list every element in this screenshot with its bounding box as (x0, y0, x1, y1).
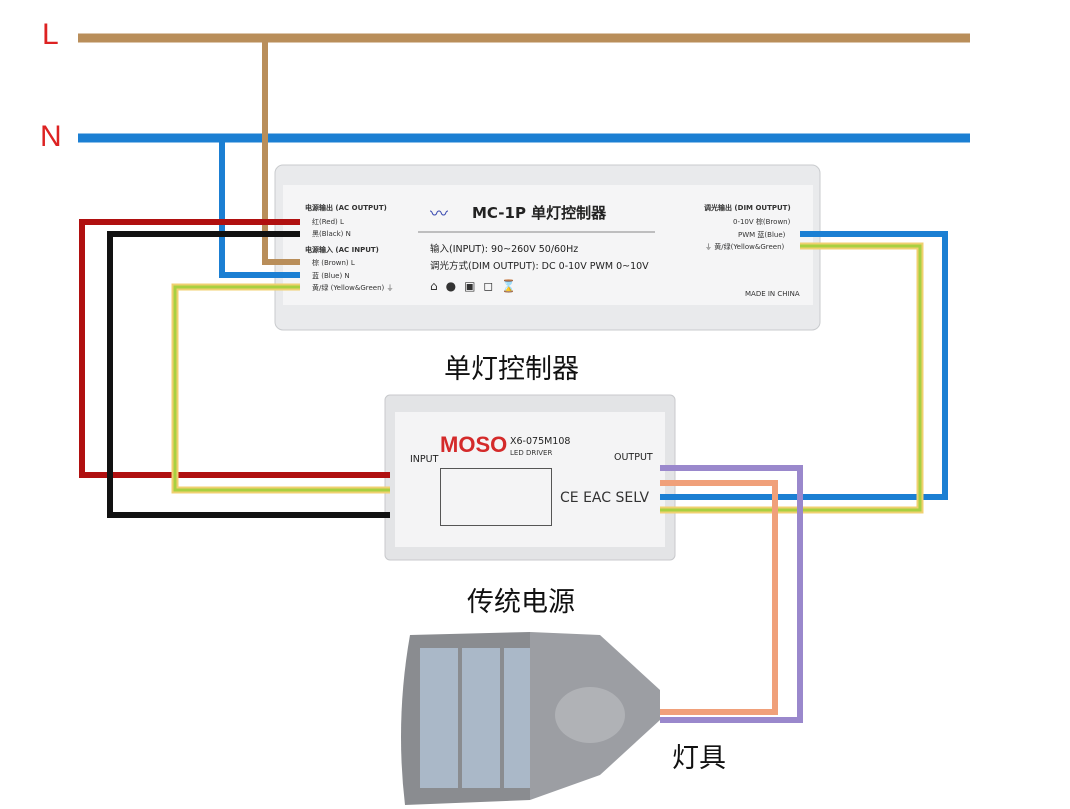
label-L: L (42, 18, 59, 51)
controller-title: MC-1P 单灯控制器 (472, 204, 607, 222)
wire-red (79, 219, 390, 478)
wire-orange (660, 480, 778, 715)
controller-input-spec: 输入(INPUT): 90~260V 50/60Hz (430, 244, 579, 255)
wire-purple (660, 465, 803, 723)
driver-output-label: OUTPUT (614, 452, 653, 463)
dim-output-header: 调光输出 (DIM OUTPUT) (704, 204, 791, 212)
dim-output-yg: ⏚ 黄/绿(Yellow&Green) (705, 243, 785, 251)
ac-input-header: 电源输入 (AC INPUT) (305, 246, 379, 254)
driver-subtitle: LED DRIVER (510, 449, 553, 457)
wire-black (107, 231, 390, 518)
certification-icons: ⌂●▣◻⌛ (430, 279, 525, 293)
controller-dim-spec: 调光方式(DIM OUTPUT): DC 0-10V PWM 0~10V (430, 261, 649, 272)
lamp-caption: 灯具 (672, 743, 726, 774)
driver-spec-table (440, 468, 552, 526)
driver-caption: 传统电源 (467, 587, 575, 618)
controller-label-panel (283, 185, 813, 305)
wire-brown-L (262, 38, 300, 265)
wire-blue-N (219, 138, 300, 278)
dim-output-blue: PWM 蓝(Blue) (738, 231, 786, 239)
label-N: N (40, 120, 62, 153)
controller-caption: 单灯控制器 (444, 354, 579, 385)
ac-input-yg: 黄/绿 (Yellow&Green) ⏚ (312, 284, 394, 292)
ac-input-blue: 蓝 (Blue) N (312, 272, 350, 280)
driver-brand: MOSO (440, 432, 508, 457)
ac-input-brown: 棕 (Brown) L (312, 259, 355, 267)
ac-output-header: 电源输出 (AC OUTPUT) (305, 204, 387, 212)
street-lamp (401, 632, 660, 805)
driver-input-label: INPUT (410, 454, 439, 465)
driver-marks: CE EAC SELV (560, 490, 650, 506)
dim-output-brown: 0-10V 棕(Brown) (733, 218, 791, 226)
ac-output-black: 黑(Black) N (312, 230, 351, 238)
driver-model: X6-075M108 (510, 436, 571, 447)
ac-output-red: 红(Red) L (312, 218, 344, 226)
controller-logo-icon: 〰 (430, 204, 448, 225)
made-in-china: MADE IN CHINA (745, 290, 800, 298)
